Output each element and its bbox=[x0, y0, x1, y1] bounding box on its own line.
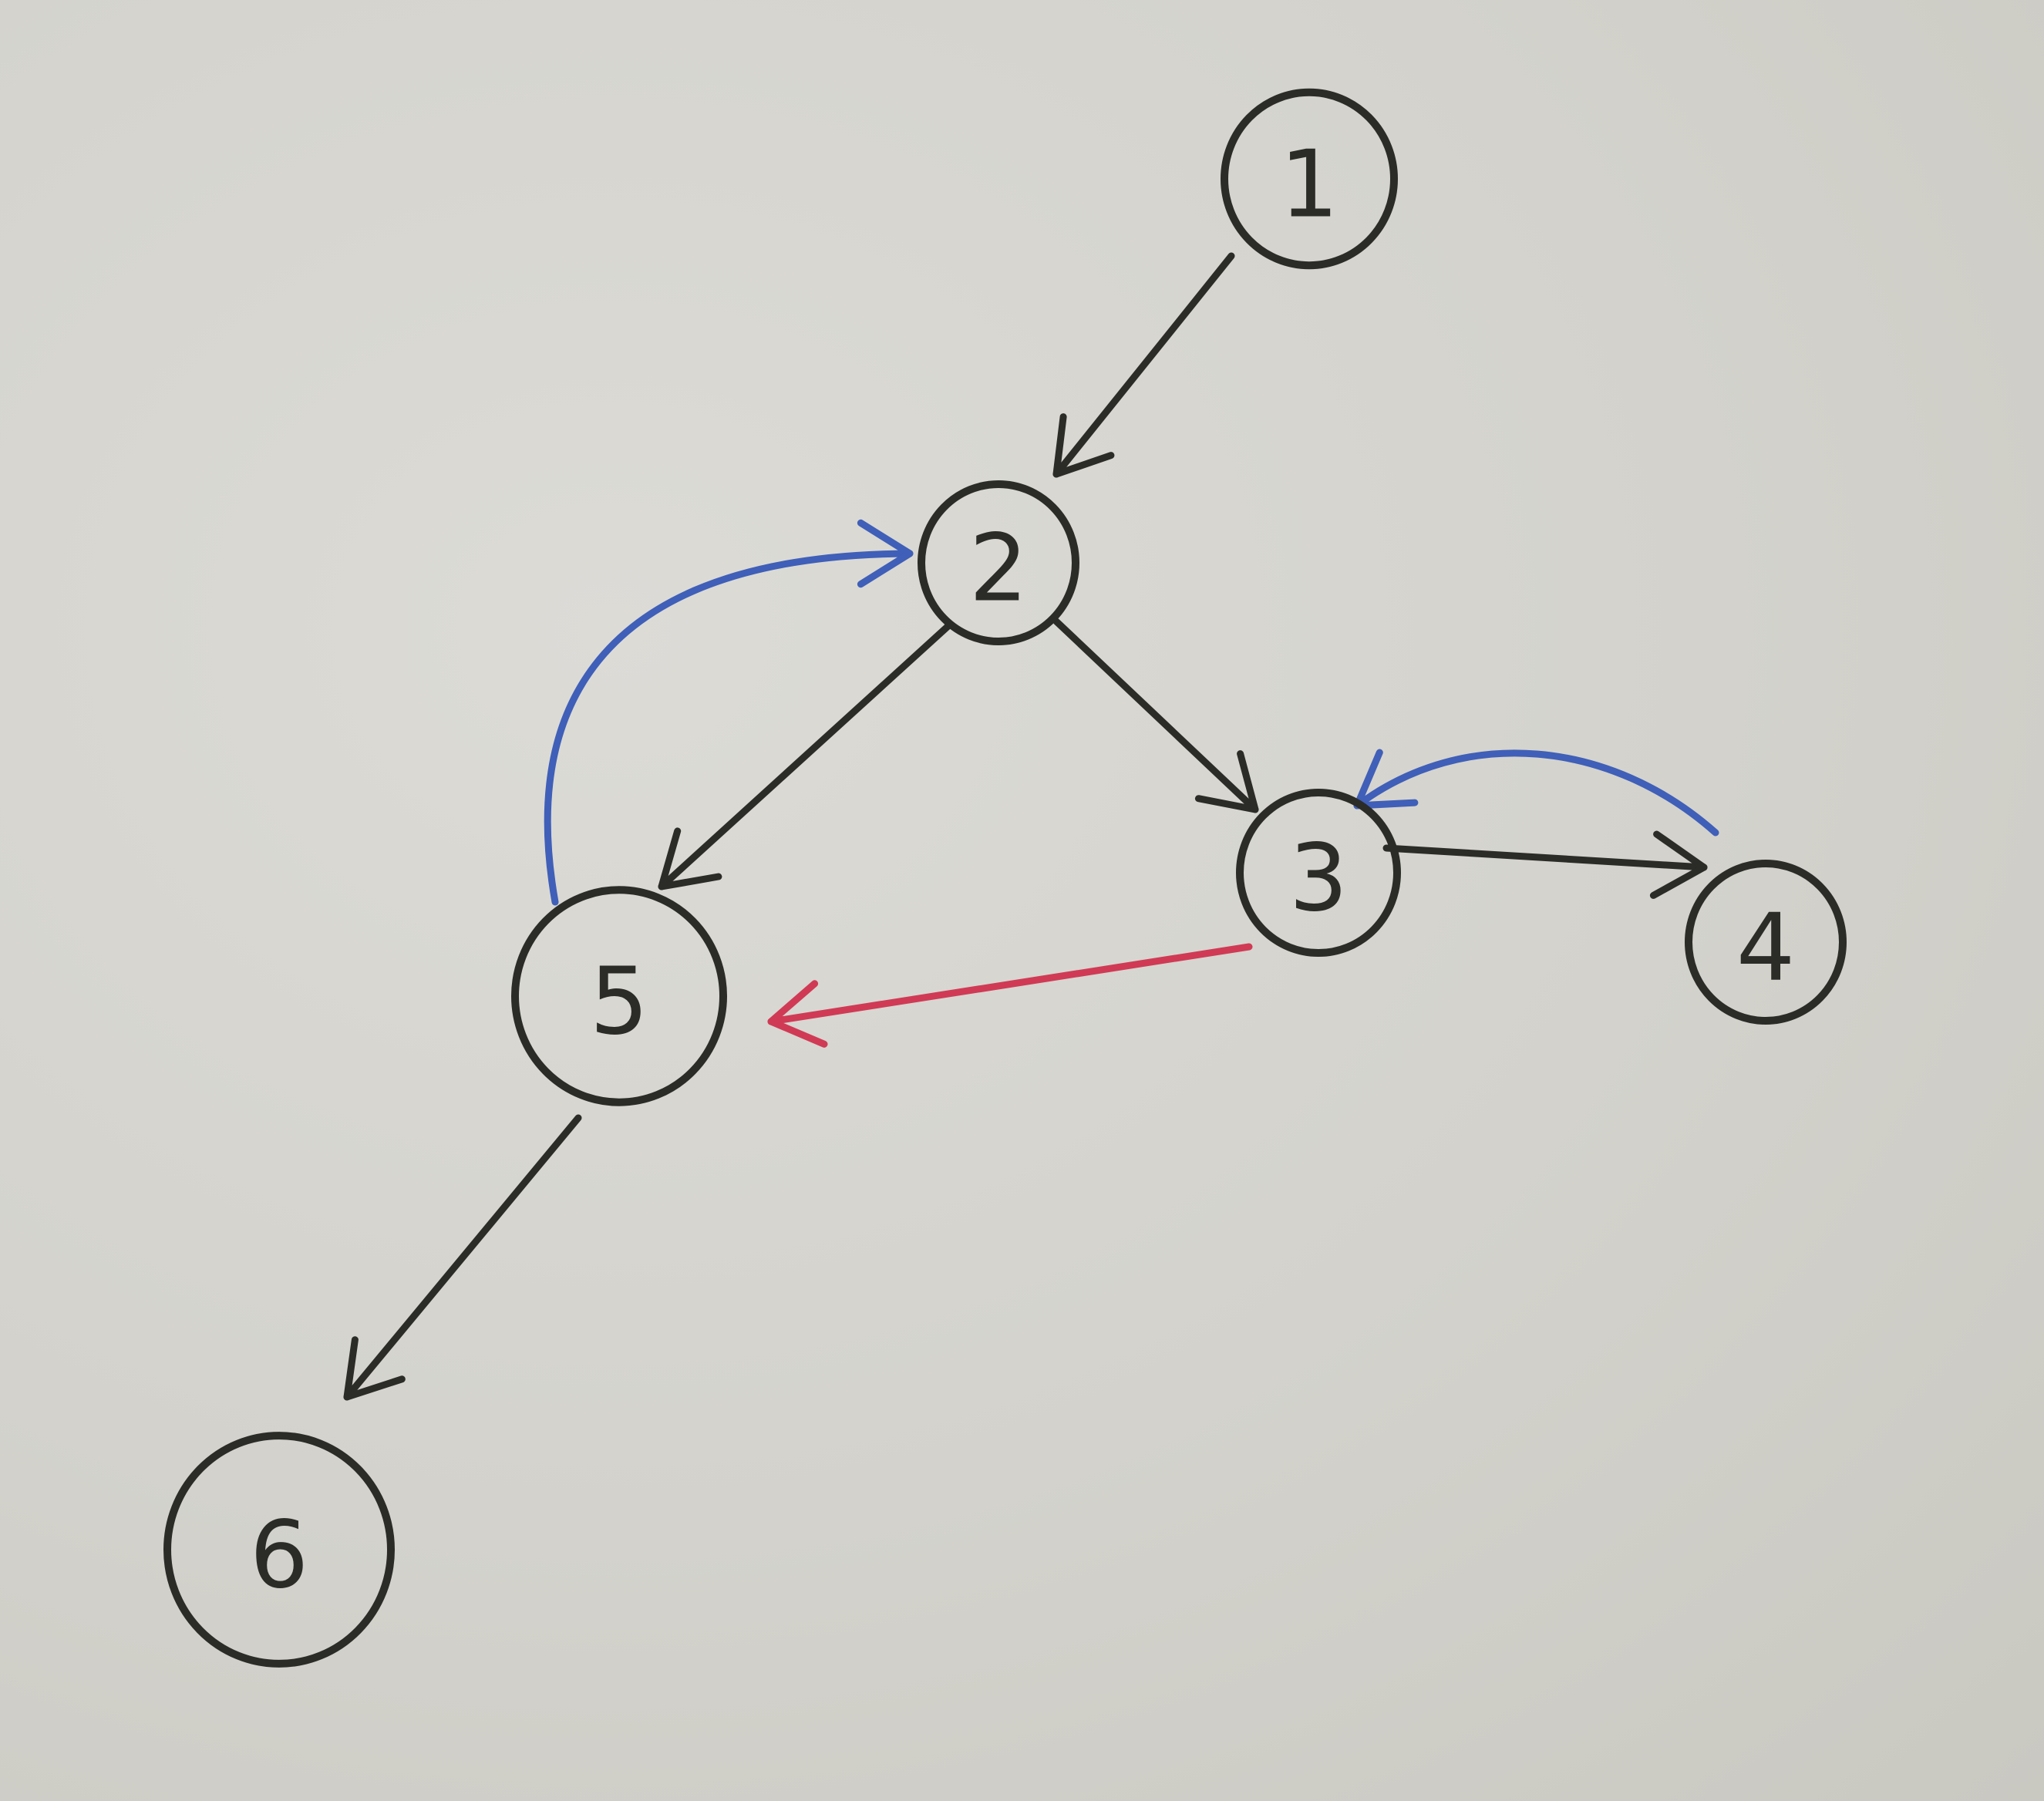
node-circle-5 bbox=[511, 886, 727, 1106]
arrowhead-2-3 bbox=[1194, 750, 1259, 813]
node-2: 2 bbox=[918, 480, 1079, 645]
node-circle-1 bbox=[1221, 88, 1398, 270]
edge-line-1-2 bbox=[1052, 252, 1235, 478]
arrowhead-1-2 bbox=[1052, 413, 1115, 478]
node-circle-4 bbox=[1685, 860, 1847, 1025]
arrowhead-5-6 bbox=[343, 1336, 406, 1401]
edge-line-5-6 bbox=[343, 1114, 582, 1401]
node-circle-2 bbox=[918, 480, 1079, 645]
edge-line-2-5 bbox=[658, 621, 954, 890]
edges-layer bbox=[343, 252, 1719, 1401]
node-label-2: 2 bbox=[969, 516, 1028, 623]
node-4: 4 bbox=[1685, 860, 1847, 1025]
edge-2-3 bbox=[1052, 618, 1259, 813]
node-label-6: 6 bbox=[250, 1503, 308, 1610]
node-1: 1 bbox=[1221, 88, 1398, 270]
node-label-3: 3 bbox=[1289, 826, 1348, 933]
node-label-5: 5 bbox=[590, 949, 648, 1056]
node-circle-6 bbox=[163, 1432, 395, 1668]
edge-line-4-3 bbox=[1353, 749, 1719, 837]
edge-1-2 bbox=[1052, 252, 1235, 478]
edge-line-3-4 bbox=[1382, 844, 1708, 871]
nodes-layer: 1 2 3 4 5 6 bbox=[163, 88, 1847, 1668]
edge-4-3 bbox=[1353, 749, 1719, 837]
edge-3-5 bbox=[767, 943, 1253, 1048]
node-3: 3 bbox=[1236, 788, 1401, 958]
edge-5-2 bbox=[544, 519, 914, 906]
arrowhead-3-5 bbox=[767, 980, 828, 1048]
node-label-1: 1 bbox=[1280, 132, 1339, 239]
arrowhead-5-2 bbox=[857, 519, 914, 588]
edge-3-4 bbox=[1382, 830, 1708, 899]
node-circle-3 bbox=[1236, 788, 1401, 958]
edge-line-2-3 bbox=[1052, 618, 1259, 813]
arrowhead-2-5 bbox=[658, 827, 722, 890]
edge-line-5-2 bbox=[544, 550, 914, 906]
edge-5-6 bbox=[343, 1114, 582, 1401]
edge-line-3-5 bbox=[767, 943, 1253, 1025]
arrowhead-3-4 bbox=[1649, 830, 1708, 899]
edge-2-5 bbox=[658, 621, 954, 890]
node-6: 6 bbox=[163, 1432, 395, 1668]
node-label-4: 4 bbox=[1736, 895, 1795, 1002]
node-5: 5 bbox=[511, 886, 727, 1106]
